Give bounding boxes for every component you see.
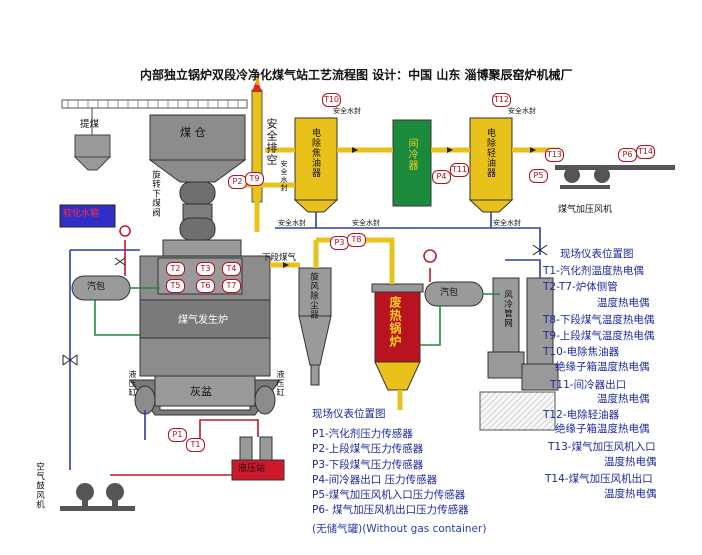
soft-water-label: 软化水箱 bbox=[63, 209, 100, 219]
pressure-legend-item: P2-上段煤气压力传感器 bbox=[312, 443, 424, 455]
temp-legend-item: T9-上段煤气温度热电偶 bbox=[543, 330, 655, 342]
booster-label: 煤气加压风机 bbox=[558, 205, 613, 215]
temp-legend-item: T8-下段煤气温度热电偶 bbox=[543, 314, 655, 326]
temp-legend-item: 绝缘子箱温度热电偶 bbox=[555, 423, 650, 435]
tag-t6: T6 bbox=[196, 279, 215, 293]
water-pipes bbox=[69, 212, 541, 470]
tag-t4: T4 bbox=[222, 262, 241, 276]
tag-p1: P1 bbox=[168, 428, 187, 442]
waste-heat-boiler bbox=[371, 283, 424, 391]
coal-bin bbox=[148, 114, 247, 183]
hydraulic-station-label: 液压站 bbox=[238, 464, 266, 474]
tag-p3: P3 bbox=[330, 236, 349, 250]
temp-legend-item: 绝缘子箱温度热电偶 bbox=[555, 361, 650, 373]
temp-legend-item: 温度热电偶 bbox=[604, 456, 657, 468]
steam-drum-2-label: 汽包 bbox=[440, 288, 459, 298]
soft-water-tank bbox=[59, 204, 116, 228]
top-rail bbox=[61, 99, 248, 109]
ash-pan-label: 灰盆 bbox=[190, 385, 212, 398]
tag-t12: T12 bbox=[492, 93, 511, 107]
seal-label-6: 安全水封 bbox=[352, 219, 380, 227]
temp-legend-item: T2-T7-炉体侧管 bbox=[543, 281, 618, 293]
pressure-legend-item: P6- 煤气加压风机出口压力传感器 bbox=[312, 504, 469, 516]
blower-label: 空气鼓风机 bbox=[34, 462, 45, 510]
temp-legend-item: T14-煤气加压风机出口 bbox=[545, 473, 653, 485]
water-basin bbox=[479, 391, 556, 431]
seal-label-2: 安全水封 bbox=[508, 107, 536, 115]
valves bbox=[62, 244, 548, 366]
liquid-tank-left-label: 液压缸 bbox=[128, 370, 137, 397]
flow-arrows bbox=[283, 147, 536, 268]
safety-vent-label: 安全排空 bbox=[265, 118, 278, 166]
seal-label-3: 安全水封 bbox=[280, 160, 288, 192]
liquid-tank-right-label: 液压缸 bbox=[276, 370, 285, 397]
tag-t13: T13 bbox=[545, 148, 564, 162]
pressure-legend-title: 现场仪表位置图 bbox=[312, 408, 386, 420]
booster-fans bbox=[555, 165, 675, 189]
tag-p4: P4 bbox=[432, 170, 451, 184]
tag-t8: T8 bbox=[347, 233, 366, 247]
tag-p6: P6 bbox=[618, 148, 637, 162]
coal-lift-hopper bbox=[73, 108, 112, 171]
tag-t9: T9 bbox=[245, 172, 264, 186]
seal-label-5: 安全水封 bbox=[493, 219, 521, 227]
tag-t10: T10 bbox=[322, 93, 341, 107]
waste-heat-boiler-label: 废热锅炉 bbox=[388, 296, 402, 348]
seal-label-4: 安全水封 bbox=[278, 219, 306, 227]
pressure-legend-item: P1-汽化剂压力传感器 bbox=[312, 428, 413, 440]
liquid-tank-right-shape bbox=[254, 385, 276, 415]
tag-t3: T3 bbox=[196, 262, 215, 276]
steam-pipes bbox=[94, 287, 500, 346]
temp-legend-item: T12-电除轻油器 bbox=[543, 409, 620, 421]
temp-legend-item: T11-间冷器出口 bbox=[550, 379, 627, 391]
rotary-valve-label: 旋转下煤阀 bbox=[150, 170, 161, 218]
coal-lift-label: 提煤 bbox=[80, 119, 100, 130]
lower-gas-label: 下段煤气 bbox=[262, 253, 297, 263]
pressure-legend-item: P3-下段煤气压力传感器 bbox=[312, 459, 424, 471]
esp-tar-label: 电除焦油器 bbox=[310, 128, 320, 178]
seal-label-1: 安全水封 bbox=[333, 107, 361, 115]
inter-cooler-label: 间冷器 bbox=[406, 138, 417, 171]
temp-legend-item: 温度热电偶 bbox=[604, 488, 657, 500]
temp-legend-item: T1-汽化剂温度热电偶 bbox=[543, 265, 644, 277]
tag-t1: T1 bbox=[186, 438, 205, 452]
temp-legend-item: 温度热电偶 bbox=[597, 393, 650, 405]
temp-legend-item: 温度热电偶 bbox=[597, 297, 650, 309]
diagram-title: 内部独立锅炉双段冷净化煤气站工艺流程图 设计：中国 山东 淄博聚辰窑炉机械厂 bbox=[140, 68, 573, 82]
esp-tar bbox=[293, 117, 339, 213]
tag-p5: P5 bbox=[529, 169, 548, 183]
cyclone-label: 旋风除尘器 bbox=[308, 272, 319, 320]
tag-t5: T5 bbox=[166, 279, 185, 293]
temp-legend-item: T13-煤气加压风机入口 bbox=[548, 441, 656, 453]
gasifier bbox=[129, 239, 281, 416]
esp-light-oil-label: 电除轻油器 bbox=[485, 128, 495, 178]
tag-t2: T2 bbox=[166, 262, 185, 276]
inter-cooler bbox=[392, 119, 432, 207]
air-blowers bbox=[60, 483, 135, 511]
gasifier-label: 煤气发生炉 bbox=[178, 315, 228, 326]
tag-t11: T11 bbox=[450, 163, 469, 177]
tag-t14: T14 bbox=[636, 145, 655, 159]
temp-legend-title: 现场仪表位置图 bbox=[560, 248, 634, 260]
rotary-valves bbox=[179, 181, 216, 241]
pressure-legend-item: P5-煤气加压风机入口压力传感器 bbox=[312, 489, 466, 501]
tag-t7: T7 bbox=[222, 279, 241, 293]
esp-light-oil bbox=[468, 117, 514, 213]
footer-note: (无储气罐)(Without gas container) bbox=[312, 523, 487, 535]
liquid-tank-left-shape bbox=[134, 385, 156, 415]
air-tube-label: 风冷管网 bbox=[502, 290, 513, 328]
pressure-legend-item: P4-间冷器出口 压力传感器 bbox=[312, 474, 438, 486]
red-pipes bbox=[110, 225, 437, 476]
coal-bin-label: 煤 仓 bbox=[180, 126, 206, 139]
temp-legend-item: T10-电除焦油器 bbox=[543, 346, 620, 358]
cyclone-separator bbox=[298, 267, 332, 386]
steam-drum-1-label: 汽包 bbox=[87, 282, 106, 292]
hydraulic-station bbox=[231, 436, 285, 481]
